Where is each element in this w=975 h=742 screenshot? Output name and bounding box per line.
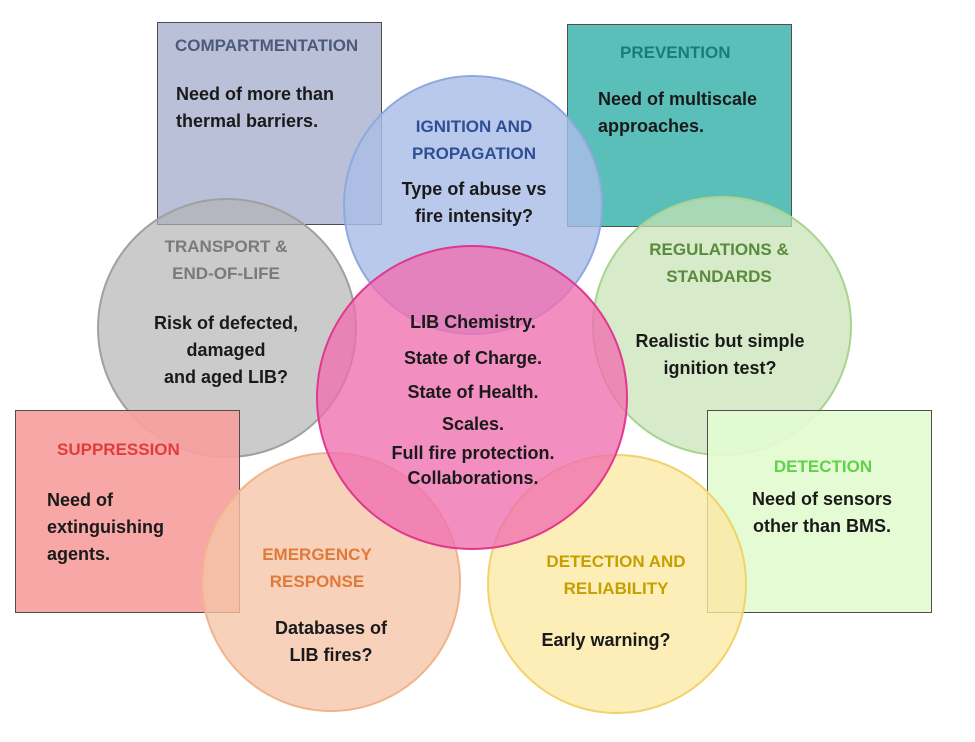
detection-text-2: other than BMS. — [753, 516, 891, 536]
center-text-5: Full fire protection. — [391, 443, 555, 463]
transport-title-1: TRANSPORT & — [164, 237, 288, 256]
compartmentation-text-2: thermal barriers. — [176, 111, 319, 131]
center-text-4: Scales. — [441, 414, 505, 434]
center-text-3: State of Health. — [407, 382, 539, 402]
emergency-text-1: Databases of — [274, 618, 388, 638]
prevention-text-2: approaches. — [598, 116, 705, 136]
emergency-title-1: EMERGENCY — [262, 545, 372, 564]
compartmentation-text-1: Need of more than — [176, 84, 335, 104]
detection-text-1: Need of sensors — [751, 489, 893, 509]
suppression-title: SUPPRESSION — [57, 440, 180, 459]
center-circle — [316, 245, 628, 550]
center-text-6: Collaborations. — [407, 468, 539, 488]
ignition-text-1: Type of abuse vs — [401, 179, 547, 199]
suppression-text-1: Need of — [47, 490, 114, 510]
transport-text-2: damaged — [186, 340, 266, 360]
suppression-text-3: agents. — [47, 544, 111, 564]
suppression-text-2: extinguishing — [47, 517, 164, 537]
reliability-title-1: DETECTION AND — [546, 552, 686, 571]
emergency-title-2: RESPONSE — [269, 572, 365, 591]
regulations-text-1: Realistic but simple — [635, 331, 805, 351]
regulations-title-1: REGULATIONS & — [649, 240, 789, 259]
ignition-text-2: fire intensity? — [414, 206, 534, 226]
transport-title-2: END-OF-LIFE — [172, 264, 280, 283]
compartmentation-title: COMPARTMENTATION — [175, 36, 359, 55]
prevention-box — [567, 24, 792, 227]
detection-title: DETECTION — [773, 457, 873, 476]
regulations-text-2: ignition test? — [663, 358, 777, 378]
reliability-title-2: RELIABILITY — [563, 579, 669, 598]
transport-text-1: Risk of defected, — [153, 313, 299, 333]
transport-text-3: and aged LIB? — [163, 367, 289, 387]
ignition-title-2: PROPAGATION — [411, 144, 537, 163]
prevention-text-1: Need of multiscale — [598, 89, 758, 109]
reliability-text-1: Early warning? — [541, 630, 671, 650]
center-text-1: LIB Chemistry. — [410, 312, 536, 332]
regulations-title-2: STANDARDS — [666, 267, 772, 286]
emergency-text-2: LIB fires? — [289, 645, 373, 665]
ignition-title-1: IGNITION AND — [415, 117, 533, 136]
center-text-2: State of Charge. — [403, 348, 543, 368]
prevention-title: PREVENTION — [620, 43, 731, 62]
